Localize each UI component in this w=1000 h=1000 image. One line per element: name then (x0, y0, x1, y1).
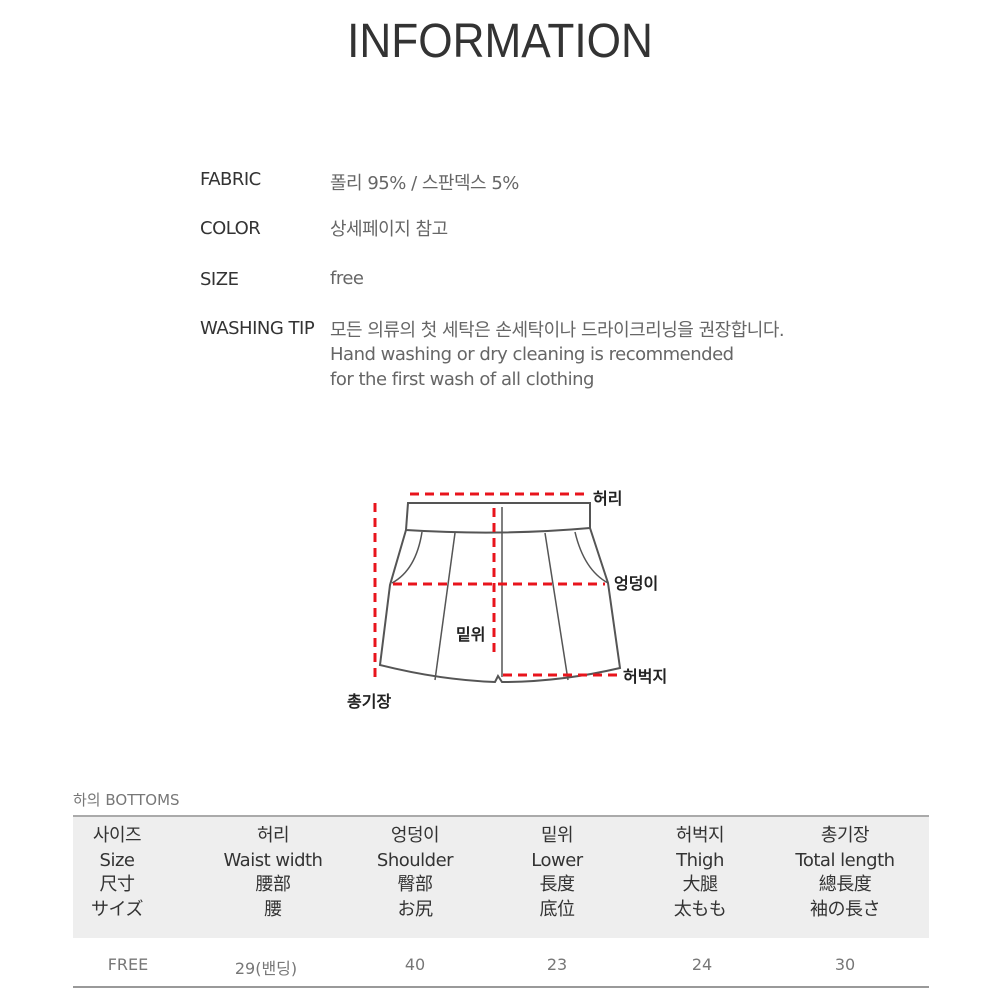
column-header-waist: 허리 Waist width 腰部腰 (203, 824, 343, 922)
thigh-label: 허벅지 (623, 667, 668, 686)
total-length-label: 총기장 (347, 692, 392, 711)
washing-tip-line2: for the first wash of all clothing (330, 369, 594, 390)
header-en: Shoulder (376, 849, 454, 871)
rise-label: 밑위 (456, 625, 486, 644)
fabric-value: 폴리 95% / 스판덱스 5% (330, 173, 519, 194)
header-ko: 밑위 (540, 825, 574, 846)
header-ja: サイズ (91, 898, 143, 920)
cell-rise: 23 (546, 955, 568, 974)
size-label: SIZE (200, 269, 239, 290)
color-value: 상세페이지 참고 (330, 219, 448, 240)
header-ko: 사이즈 (92, 825, 142, 846)
hip-label: 엉덩이 (614, 574, 659, 593)
header-zh: 臀部 (397, 874, 434, 895)
cell-size: FREE (107, 955, 149, 974)
table-bottom-border (73, 986, 929, 988)
cell-hip: 40 (404, 955, 426, 974)
header-ko: 엉덩이 (390, 825, 440, 846)
shorts-outline (378, 502, 622, 684)
washing-tip-korean: 모든 의류의 첫 세탁은 손세탁이나 드라이크리닝을 권장합니다. (330, 320, 785, 341)
header-en: Total length (795, 849, 895, 871)
header-ja: 底位 (539, 898, 576, 920)
size-table-header (73, 815, 929, 938)
shorts-diagram (373, 492, 622, 684)
column-header-size: 사이즈 Size 尺寸サイズ (47, 824, 187, 922)
color-label: COLOR (200, 218, 261, 239)
table-caption: 하의 BOTTOMS (73, 791, 180, 809)
column-header-thigh: 허벅지 Thigh 大腿太もも (630, 824, 770, 922)
header-ja: 腰 (264, 898, 282, 920)
measure-lines (373, 492, 618, 677)
cell-waist: 29(밴딩) (234, 959, 298, 978)
header-zh: 尺寸 (99, 874, 136, 895)
cell-thigh: 24 (691, 955, 713, 974)
header-ja: 袖の長さ (810, 898, 881, 920)
cell-total-length: 30 (834, 955, 856, 974)
column-header-hip: 엉덩이 Shoulder 臀部お尻 (345, 824, 485, 922)
header-en: Waist width (223, 849, 323, 871)
waist-label: 허리 (593, 489, 623, 508)
washing-tip-line1: Hand washing or dry cleaning is recommen… (330, 344, 734, 365)
header-en: Size (99, 849, 135, 871)
header-en: Thigh (676, 849, 724, 871)
size-value: free (330, 268, 364, 289)
page-title: INFORMATION (347, 15, 653, 68)
header-zh: 大腿 (682, 874, 719, 895)
header-ja: お尻 (397, 898, 434, 920)
header-zh: 總長度 (818, 874, 872, 895)
header-ko: 총기장 (820, 825, 870, 846)
header-en: Lower (531, 849, 583, 871)
header-ja: 太もも (673, 898, 727, 920)
column-header-rise: 밑위 Lower 長度底位 (487, 824, 627, 922)
fabric-label: FABRIC (200, 169, 261, 190)
header-zh: 長度 (539, 874, 576, 895)
header-ko: 허벅지 (675, 825, 725, 846)
washing-tip-label: WASHING TIP (200, 318, 315, 339)
header-zh: 腰部 (255, 874, 292, 895)
header-ko: 허리 (256, 825, 290, 846)
column-header-total-length: 총기장 Total length 總長度袖の長さ (775, 824, 915, 922)
